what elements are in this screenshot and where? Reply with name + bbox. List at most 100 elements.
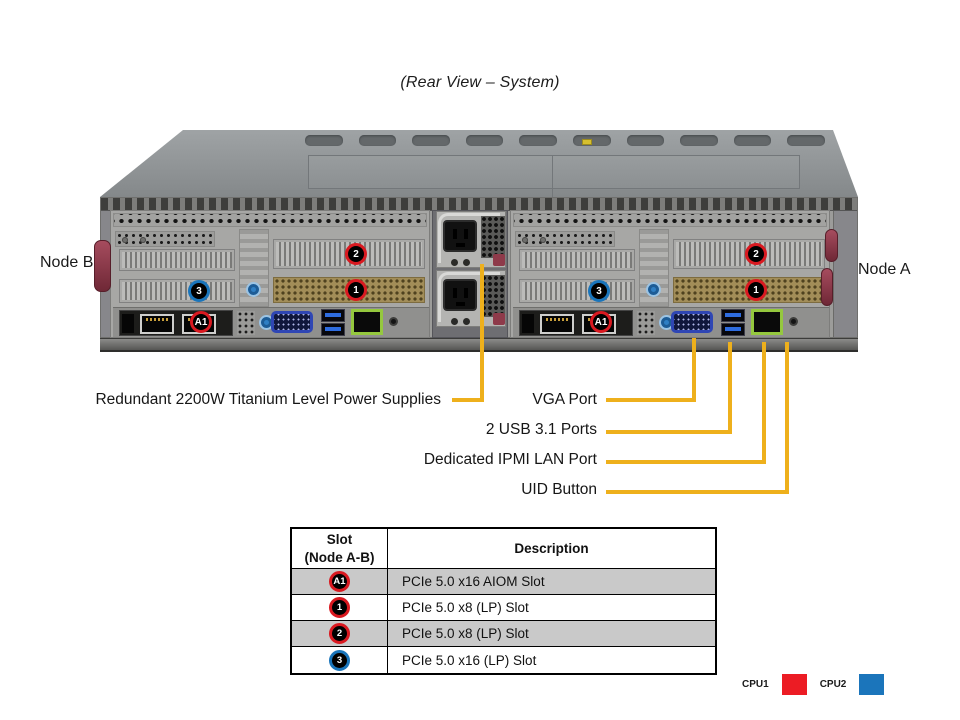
ipmi-lan-port	[351, 309, 383, 335]
warning-sticker	[582, 139, 592, 145]
chassis-latch-right-upper	[825, 229, 838, 262]
callout-line-uid	[606, 342, 789, 494]
slot-badge-2: 2	[745, 243, 767, 265]
aiom-module	[119, 310, 233, 336]
header-description-text: Description	[514, 540, 589, 556]
node-a-module: 2 1 3 A1	[510, 210, 830, 338]
screw-icon	[522, 237, 528, 243]
perforated-grid	[637, 311, 655, 335]
inlet-pin	[456, 243, 465, 247]
table-header-slot: Slot (Node A-B)	[292, 529, 388, 568]
chassis-top-face	[100, 130, 858, 197]
vga-port	[271, 311, 313, 333]
row-description: PCIe 5.0 x16 AIOM Slot	[402, 574, 545, 589]
row-badge-3: 3	[329, 649, 350, 671]
perforated-vent-row	[513, 213, 827, 227]
table-row: 2 PCIe 5.0 x8 (LP) Slot	[292, 621, 715, 647]
server-chassis: 2 1 3 A1	[94, 130, 858, 352]
usb-port-top	[321, 309, 345, 322]
row-description: PCIe 5.0 x16 (LP) Slot	[402, 652, 537, 668]
slot-table-header: Slot (Node A-B) Description	[292, 529, 715, 569]
slot-badge-3: 3	[588, 280, 610, 302]
row-badge-cell: 3	[292, 647, 388, 673]
psu-vent	[481, 275, 505, 317]
slot-badge-3: 3	[188, 280, 210, 302]
top-vent-slots	[305, 135, 825, 146]
sfp-port	[522, 314, 534, 333]
psu-led	[463, 318, 470, 325]
perforated-panel	[515, 231, 615, 247]
uid-button	[389, 317, 398, 326]
riser-bracket	[239, 229, 269, 307]
node-b-label: Node B	[40, 254, 94, 271]
table-row: 3 PCIe 5.0 x16 (LP) Slot	[292, 647, 715, 673]
pcie-slot-3-blank	[119, 279, 235, 303]
slot-table: Slot (Node A-B) Description A1 PCIe 5.0 …	[290, 527, 717, 675]
pcie-slot-3-blank	[519, 279, 635, 303]
chassis-lid-seam	[308, 155, 800, 189]
psu-bay	[432, 210, 508, 338]
node-a-label: Node A	[858, 261, 911, 278]
psu-handle	[438, 213, 500, 263]
vent-slot	[305, 135, 343, 146]
slot-badge-1: 1	[745, 279, 767, 301]
cpu-legend: CPU1 CPU2	[742, 674, 885, 695]
chassis-latch-right-lower	[821, 268, 833, 306]
table-row: A1 PCIe 5.0 x16 AIOM Slot	[292, 569, 715, 595]
thumbscrew-icon	[246, 282, 261, 297]
inlet-pin	[464, 288, 468, 298]
screw-icon	[122, 237, 128, 243]
lan-pins	[146, 318, 168, 321]
pcie-slot-blank	[519, 249, 635, 271]
usb-port-bottom	[321, 323, 345, 336]
psu-bottom	[436, 270, 506, 327]
vent-slot	[680, 135, 718, 146]
riser-bracket	[639, 229, 669, 307]
node-b-module: 2 1 3 A1	[110, 210, 430, 338]
row-description: PCIe 5.0 x8 (LP) Slot	[402, 626, 529, 641]
usb-tab	[325, 313, 341, 317]
ipmi-lan-port	[751, 309, 783, 335]
vent-slot	[358, 135, 397, 146]
vga-port	[671, 311, 713, 333]
inlet-pin	[456, 302, 465, 306]
psu-power-inlet	[443, 220, 477, 252]
slot-badge-2: 2	[345, 243, 367, 265]
table-header-description: Description	[388, 529, 715, 568]
legend-swatch-cpu1	[781, 674, 807, 695]
callout-line-ipmi	[606, 342, 766, 464]
slot-badge-1: 1	[345, 279, 367, 301]
psu-led	[451, 318, 458, 325]
sfp-port	[122, 314, 134, 333]
perforated-vent-row	[113, 213, 427, 227]
usb-tab	[725, 313, 741, 317]
usb-ports	[321, 308, 345, 337]
vent-slot	[787, 135, 825, 146]
legend-label-cpu2: CPU2	[819, 679, 847, 690]
usb-tab	[725, 327, 741, 331]
table-row: 1 PCIe 5.0 x8 (LP) Slot	[292, 595, 715, 621]
inlet-pin	[453, 288, 457, 298]
legend-swatch-cpu2	[859, 674, 885, 695]
chassis-bottom-rail	[100, 338, 858, 352]
psu-top	[436, 211, 506, 268]
inlet-pin	[453, 229, 457, 239]
row-badge-1: 1	[329, 597, 350, 618]
perforated-panel	[115, 231, 215, 247]
lan-pins	[546, 318, 568, 321]
aiom-module	[519, 310, 633, 336]
psu-power-inlet	[443, 279, 477, 311]
row-badge-a1: A1	[329, 571, 350, 592]
psu-vent	[481, 216, 505, 258]
pcie-slot-blank	[119, 249, 235, 271]
callout-line-usb	[606, 342, 732, 434]
screw-icon	[140, 237, 146, 243]
screw-icon	[540, 237, 546, 243]
vent-slot	[465, 135, 504, 146]
usb-ports	[721, 308, 745, 337]
psu-led	[463, 259, 470, 266]
lan-port-1	[140, 314, 174, 334]
psu-release-clip	[493, 254, 505, 266]
row-badge-cell: A1	[292, 569, 388, 594]
